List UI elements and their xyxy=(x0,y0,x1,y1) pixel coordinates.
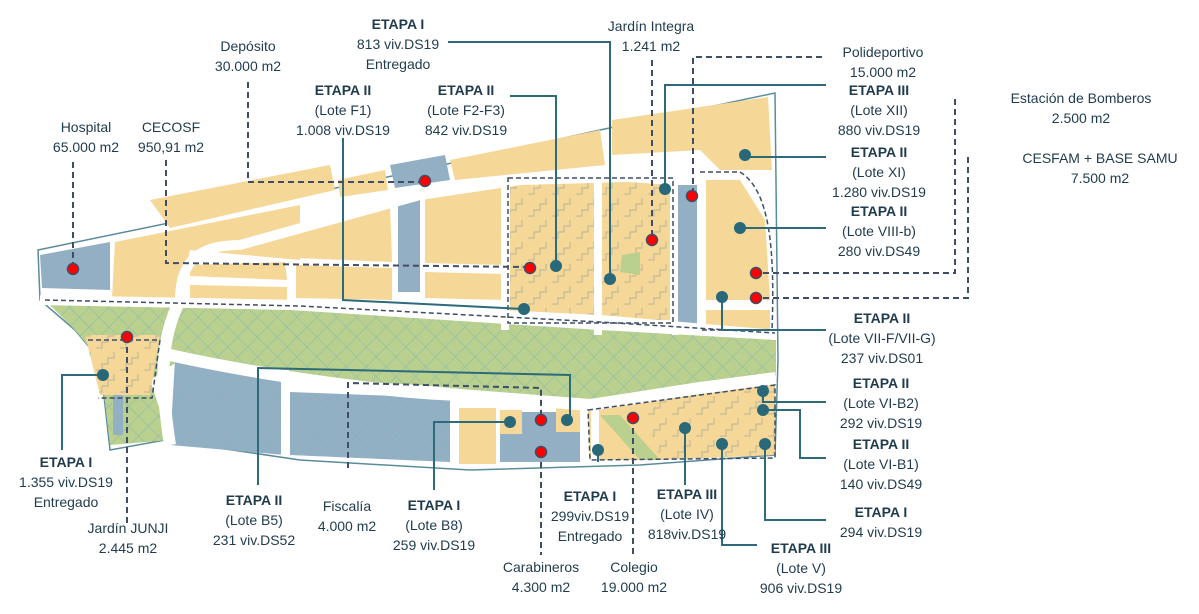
marker-e1-b8 xyxy=(504,416,516,428)
marker-e1-294 xyxy=(759,438,771,450)
marker-polideportivo xyxy=(685,189,699,203)
marker-colegio xyxy=(626,411,640,425)
marker-cesfam xyxy=(749,291,763,305)
marker-e3-v xyxy=(716,438,728,450)
label-e2-b5: ETAPA II(Lote B5)231 viv.DS52 xyxy=(212,492,296,548)
green-zone xyxy=(50,305,776,445)
marker-e1-813 xyxy=(604,273,616,285)
facility-markers xyxy=(66,174,763,459)
label-e2-f1: ETAPA II(Lote F1)1.008 viv.DS19 xyxy=(296,82,390,138)
marker-e2-viifg xyxy=(716,291,728,303)
marker-deposito xyxy=(418,174,432,188)
marker-e2-b5 xyxy=(561,414,573,426)
marker-e2-viiib xyxy=(734,222,746,234)
marker-cecosf xyxy=(523,261,537,275)
marker-e1-299 xyxy=(592,444,604,456)
marker-e2-xi xyxy=(739,149,751,161)
project-markers xyxy=(97,149,771,456)
marker-jardin-integra xyxy=(645,233,659,247)
marker-e3-xii xyxy=(659,183,671,195)
marker-carabineros xyxy=(534,445,548,459)
marker-jardin-junji xyxy=(120,330,134,344)
label-e2-viifg: ETAPA II(Lote VII-F/VII-G)237 viv.DS01 xyxy=(828,310,936,366)
marker-e3-iv xyxy=(679,422,691,434)
marker-fiscalia xyxy=(534,413,548,427)
marker-e2-f2f3 xyxy=(550,260,562,272)
marker-e1-1355 xyxy=(97,369,109,381)
label-e2-viiib: ETAPA II(Lote VIII-b)280 viv.DS49 xyxy=(837,203,921,259)
label-e1-b8: ETAPA I(Lote B8)259 viv.DS19 xyxy=(392,497,476,553)
marker-bomberos xyxy=(749,266,763,280)
facility-leaders xyxy=(72,56,969,555)
marker-hospital xyxy=(66,262,80,276)
label-e3-xii: ETAPA III(Lote XII)880 viv.DS19 xyxy=(837,82,921,138)
marker-e2-f1 xyxy=(518,303,530,315)
marker-e2-vib1 xyxy=(757,404,769,416)
label-e3-iv: ETAPA III(Lote IV)818viv.DS19 xyxy=(647,486,727,542)
label-e2-vib2: ETAPA II(Lote VI-B2)292 viv.DS19 xyxy=(839,375,923,431)
label-e2-vib1: ETAPA II(Lote VI-B1)140 viv.DS49 xyxy=(839,436,923,492)
label-e3-v: ETAPA III(Lote V)906 viv.DS19 xyxy=(759,540,843,596)
marker-e2-vib2 xyxy=(757,385,769,397)
label-e2-xi: ETAPA II(Lote XI)1.280 viv.DS19 xyxy=(832,144,926,200)
label-e2-f2f3: ETAPA II(Lote F2-F3)842 viv.DS19 xyxy=(424,82,508,138)
